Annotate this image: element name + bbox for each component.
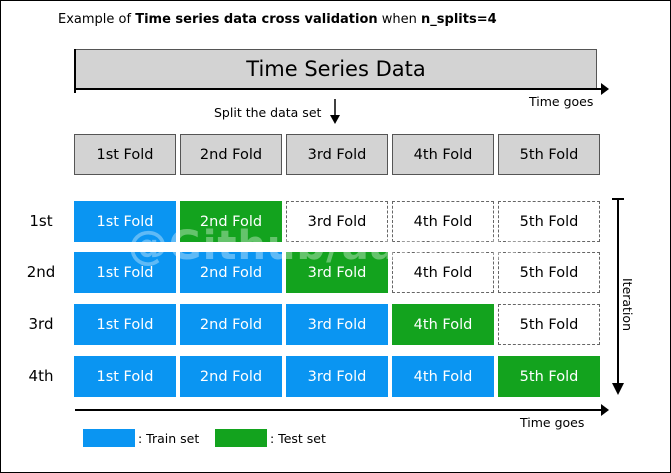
iteration-2-fold-4-none: 4th Fold: [392, 252, 494, 293]
iteration-1-fold-4-none: 4th Fold: [392, 201, 494, 242]
iteration-2-fold-5-none: 5th Fold: [498, 252, 600, 293]
iteration-4-fold-5-test: 5th Fold: [498, 356, 600, 397]
time-arrow-bottom: [75, 404, 609, 416]
time-goes-top-label: Time goes: [529, 94, 594, 109]
legend-test-label: : Test set: [270, 431, 326, 446]
time-goes-bottom-label: Time goes: [520, 415, 585, 430]
iteration-label-1: 1st: [29, 212, 53, 230]
iteration-2-fold-1-train: 1st Fold: [74, 252, 176, 293]
fold-header-5: 5th Fold: [498, 134, 600, 175]
iteration-label: Iteration: [620, 277, 636, 332]
iteration-4-fold-2-train: 2nd Fold: [180, 356, 282, 397]
iteration-label-3: 3rd: [28, 315, 54, 333]
iteration-2-fold-3-test: 3rd Fold: [286, 252, 388, 293]
iteration-arrow: [612, 198, 624, 395]
legend-train-label: : Train set: [138, 431, 200, 446]
iteration-label-4: 4th: [28, 367, 54, 385]
watermark: @Github/aangtaro: [127, 223, 555, 269]
diagram-title: Example of Time series data cross valida…: [58, 12, 497, 27]
legend-test-swatch: [215, 429, 267, 447]
split-down-arrow-icon: [330, 99, 340, 124]
iteration-4-fold-4-train: 4th Fold: [392, 356, 494, 397]
iteration-4-fold-3-train: 3rd Fold: [286, 356, 388, 397]
iteration-1-fold-3-none: 3rd Fold: [286, 201, 388, 242]
iteration-3-fold-1-train: 1st Fold: [74, 304, 176, 345]
time-arrow-top: [74, 49, 609, 95]
iteration-1-fold-5-none: 5th Fold: [498, 201, 600, 242]
time-series-banner: Time Series Data: [75, 49, 597, 89]
fold-header-1: 1st Fold: [74, 134, 176, 175]
iteration-3-fold-5-none: 5th Fold: [498, 304, 600, 345]
fold-header-2: 2nd Fold: [180, 134, 282, 175]
fold-header-4: 4th Fold: [392, 134, 494, 175]
fold-header-3: 3rd Fold: [286, 134, 388, 175]
iteration-3-fold-2-train: 2nd Fold: [180, 304, 282, 345]
iteration-3-fold-3-train: 3rd Fold: [286, 304, 388, 345]
split-label: Split the data set: [214, 105, 322, 120]
iteration-label-2: 2nd: [26, 263, 56, 281]
legend-train-swatch: [83, 429, 135, 447]
iteration-1-fold-2-test: 2nd Fold: [180, 201, 282, 242]
iteration-2-fold-2-train: 2nd Fold: [180, 252, 282, 293]
iteration-1-fold-1-train: 1st Fold: [74, 201, 176, 242]
iteration-3-fold-4-test: 4th Fold: [392, 304, 494, 345]
iteration-4-fold-1-train: 1st Fold: [74, 356, 176, 397]
